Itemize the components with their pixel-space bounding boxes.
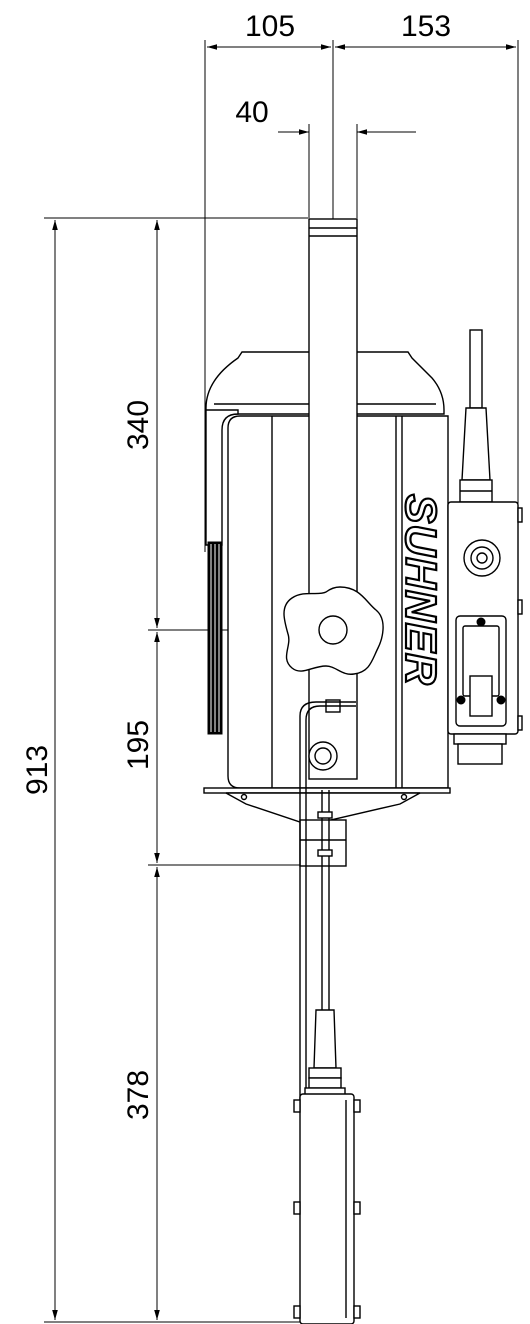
dimension-label-153: 153: [401, 10, 451, 43]
electrical-box: [447, 329, 523, 765]
dimension-width-right: 153: [335, 10, 519, 512]
suhner-logo: SUHNER: [395, 493, 446, 687]
dimension-label-913: 913: [21, 745, 54, 795]
brand-logo-text: SUHNER: [396, 494, 445, 686]
pendant-control: [293, 1093, 361, 1324]
dimension-height-lower: 378: [122, 867, 160, 1320]
dimension-tube-width: 40: [235, 96, 416, 218]
dimension-height-total: 913: [21, 217, 308, 1323]
dimension-label-105: 105: [245, 10, 295, 43]
dimension-height-upper: 340: [122, 220, 160, 628]
dimension-label-40: 40: [235, 96, 268, 129]
dimension-label-340: 340: [122, 400, 155, 450]
cable-assembly: [299, 699, 356, 1100]
dimension-label-195: 195: [122, 720, 155, 770]
vertical-tube: [308, 218, 358, 780]
dimension-label-378: 378: [122, 1070, 155, 1120]
star-knob: [283, 586, 384, 675]
